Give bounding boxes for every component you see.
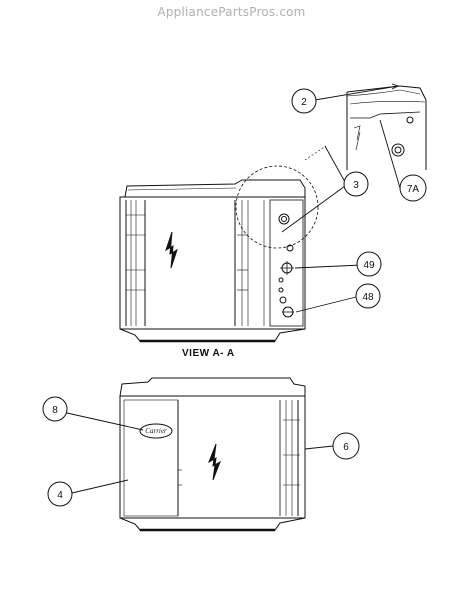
watermark: AppliancePartsPros.com: [157, 5, 306, 19]
callout-8: 8: [42, 396, 68, 422]
callout-4: 4: [47, 481, 73, 507]
fan-arrow-icon: [165, 231, 178, 269]
callout-2: 2: [291, 88, 317, 114]
bottom-unit-cabinet: [119, 377, 306, 532]
leader-lines: [57, 83, 401, 494]
svg-text:2: 2: [301, 97, 307, 108]
svg-text:48: 48: [362, 292, 374, 303]
top-unit-cabinet: [119, 179, 306, 343]
view-label: VIEW A- A: [182, 348, 235, 359]
svg-text:49: 49: [363, 260, 375, 271]
fan-arrow-icon-bottom: [208, 443, 221, 481]
callout-3: 3: [343, 171, 369, 197]
callout-7a: 7A: [399, 174, 427, 202]
svg-text:7A: 7A: [407, 184, 420, 195]
svg-text:4: 4: [57, 490, 63, 501]
detail-circle: [235, 165, 319, 249]
svg-text:6: 6: [343, 442, 349, 453]
brand-logo: Carrier: [139, 423, 173, 439]
detail-inset: [346, 85, 427, 170]
svg-text:3: 3: [353, 180, 359, 191]
svg-text:8: 8: [52, 405, 58, 416]
callout-49: 49: [356, 251, 382, 277]
brand-logo-text: Carrier: [145, 427, 167, 435]
callout-6: 6: [332, 432, 360, 460]
callout-48: 48: [355, 283, 381, 309]
